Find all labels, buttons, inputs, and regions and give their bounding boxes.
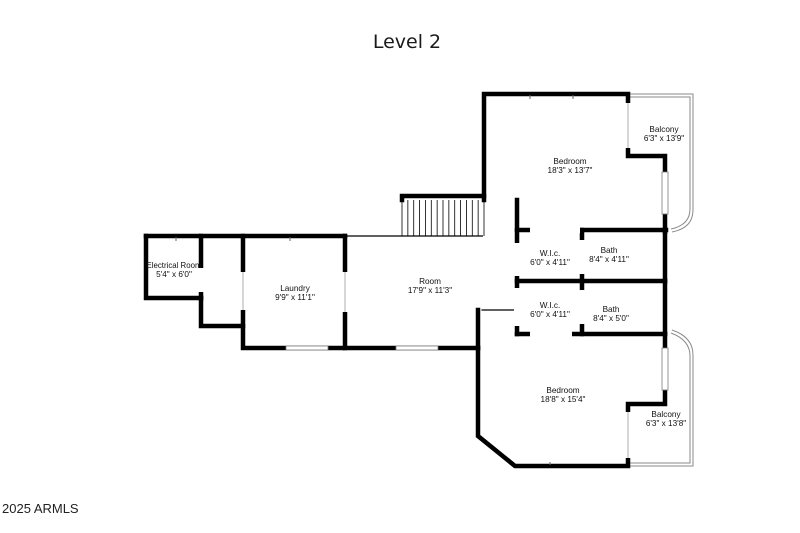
lower-bath-dims: 8'4" x 5'0" xyxy=(593,314,629,323)
wall-ticks xyxy=(175,95,574,465)
upper-bath-label: Bath xyxy=(601,246,618,255)
lower-wic-label: W.I.c. xyxy=(540,301,560,310)
lower-bedroom-window xyxy=(661,347,669,391)
plan-title: Level 2 xyxy=(373,31,441,53)
room-labels: Bedroom 18'3" x 13'7" Balcony 6'3" x 13'… xyxy=(147,125,687,428)
lower-bedroom-label: Bedroom xyxy=(546,386,579,395)
laundry-dims: 9'9" x 11'1" xyxy=(275,293,315,302)
lower-bath-label: Bath xyxy=(603,305,620,314)
upper-bath-dims: 8'4" x 4'11" xyxy=(589,255,629,264)
electrical-room-label: Electrical Room xyxy=(147,261,202,270)
laundry-window xyxy=(285,345,329,351)
upper-wic-dims: 6'0" x 4'11" xyxy=(530,258,570,267)
lower-balcony-dims: 6'3" x 13'8" xyxy=(646,419,686,428)
lower-balcony-label: Balcony xyxy=(651,410,681,419)
windows xyxy=(285,171,669,391)
upper-balcony-label: Balcony xyxy=(649,125,679,134)
upper-bedroom-window xyxy=(661,171,669,215)
upper-wic-label: W.I.c. xyxy=(540,249,560,258)
room-dims: 17'9" x 11'3" xyxy=(408,286,452,295)
door-openings xyxy=(198,103,631,458)
upper-bedroom-label: Bedroom xyxy=(553,157,586,166)
lower-wic-dims: 6'0" x 4'11" xyxy=(530,310,570,319)
walls xyxy=(143,91,669,469)
upper-balcony-dims: 6'3" x 13'9" xyxy=(644,134,684,143)
room-label: Room xyxy=(419,277,441,286)
laundry-label: Laundry xyxy=(280,284,310,293)
balcony-rails xyxy=(630,93,694,467)
lower-bedroom-dims: 18'8" x 15'4" xyxy=(541,395,586,404)
room-window xyxy=(395,345,439,351)
upper-bedroom-dims: 18'3" x 13'7" xyxy=(548,166,593,175)
copyright-text: 2025 ARMLS xyxy=(2,501,79,516)
staircase xyxy=(399,193,487,236)
electrical-room-dims: 5'4" x 6'0" xyxy=(156,270,192,279)
